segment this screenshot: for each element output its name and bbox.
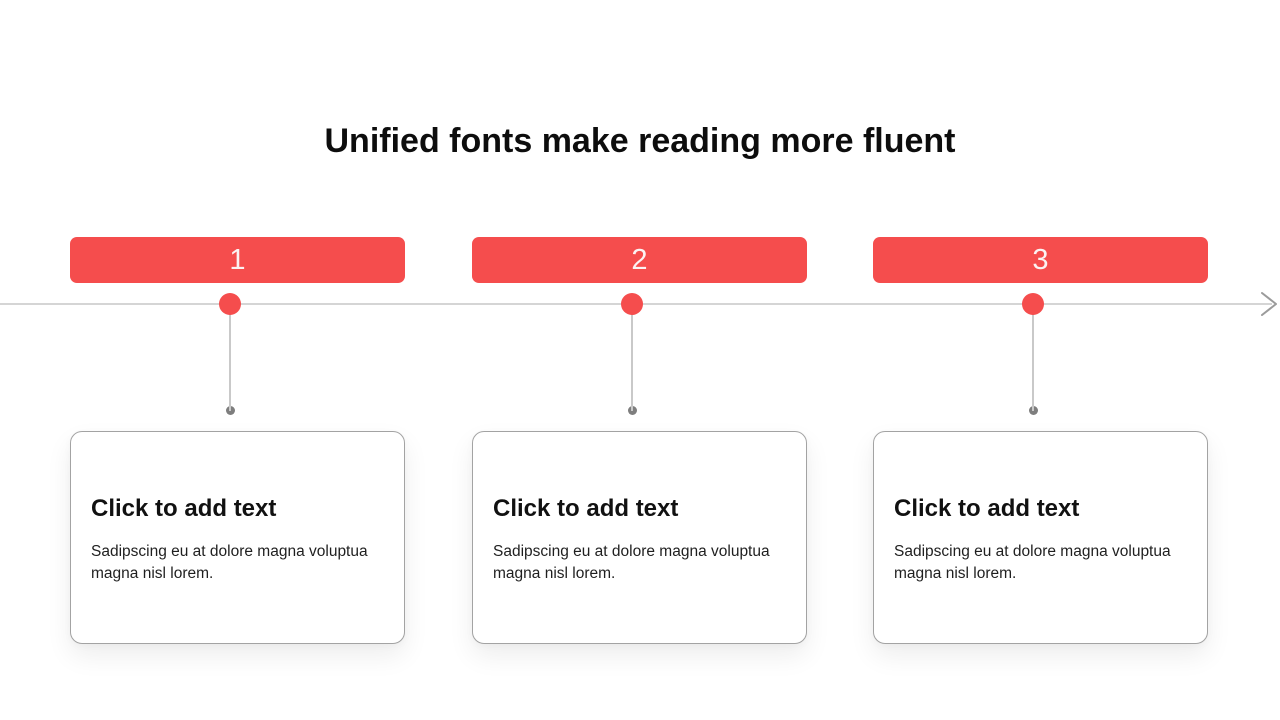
text-placeholder-card-2[interactable]: Click to add text Sadipscing eu at dolor… [472, 431, 807, 644]
text-placeholder-card-3[interactable]: Click to add text Sadipscing eu at dolor… [873, 431, 1208, 644]
connector-line [1032, 305, 1034, 411]
text-placeholder-card-1[interactable]: Click to add text Sadipscing eu at dolor… [70, 431, 405, 644]
slide-title: Unified fonts make reading more fluent [324, 122, 956, 160]
timeline-step-3: 3 Click to add text Sadipscing eu at dol… [873, 0, 1208, 720]
timeline-marker-dot [621, 293, 643, 315]
step-number-label: 1 [229, 243, 246, 276]
connector-line [229, 305, 231, 411]
card-body[interactable]: Sadipscing eu at dolore magna voluptua m… [894, 543, 1171, 582]
arrow-right-icon [1261, 292, 1277, 316]
timeline-marker-dot [219, 293, 241, 315]
card-heading[interactable]: Click to add text [493, 495, 679, 522]
step-number-box-3[interactable]: 3 [873, 237, 1208, 283]
step-number-label: 3 [1032, 243, 1049, 276]
connector-line [631, 305, 633, 411]
timeline-marker-dot [1022, 293, 1044, 315]
card-heading[interactable]: Click to add text [894, 495, 1080, 522]
timeline-step-1: 1 Click to add text Sadipscing eu at dol… [70, 0, 405, 720]
card-body[interactable]: Sadipscing eu at dolore magna voluptua m… [493, 543, 770, 582]
step-number-box-2[interactable]: 2 [472, 237, 807, 283]
timeline-step-2: 2 Click to add text Sadipscing eu at dol… [472, 0, 807, 720]
card-body[interactable]: Sadipscing eu at dolore magna voluptua m… [91, 543, 368, 582]
card-heading[interactable]: Click to add text [91, 495, 277, 522]
step-number-box-1[interactable]: 1 [70, 237, 405, 283]
step-number-label: 2 [631, 243, 648, 276]
